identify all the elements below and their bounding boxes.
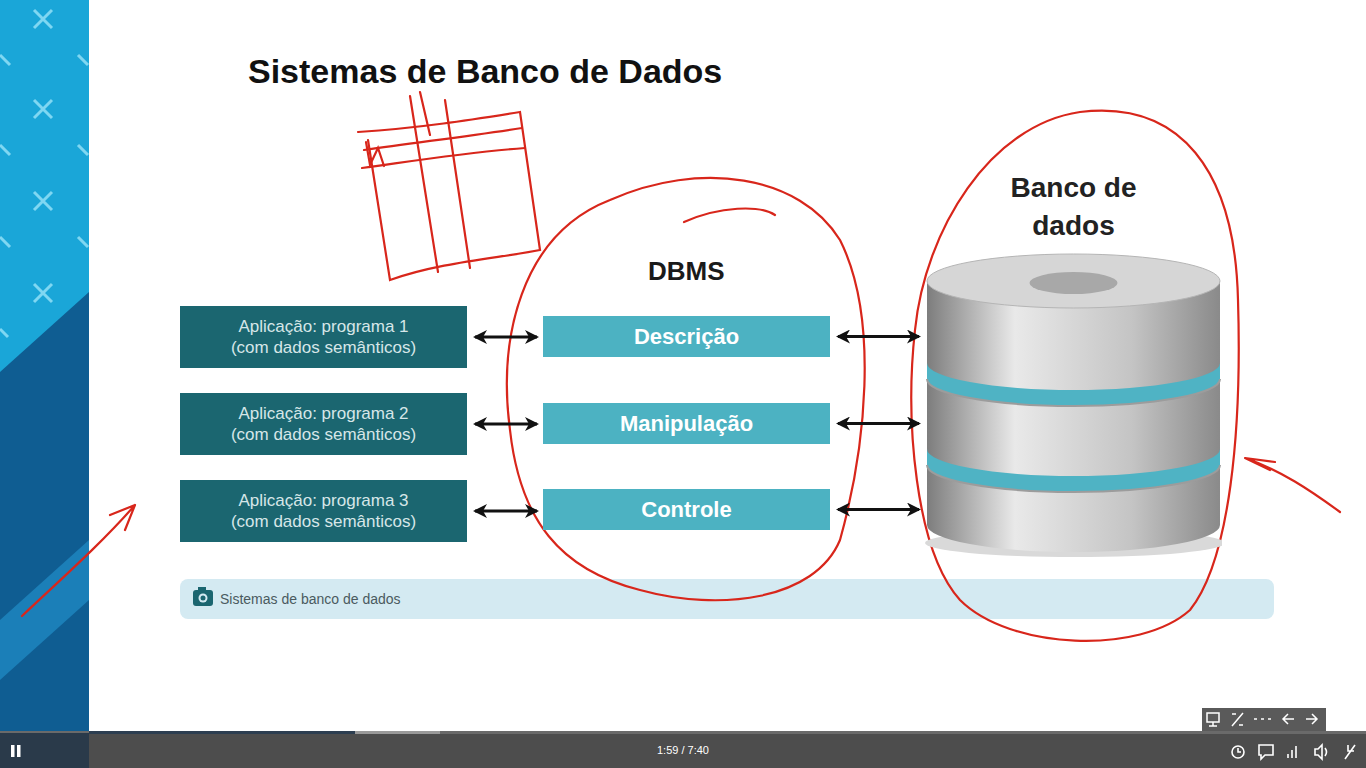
- application-box: Aplicação: programa 2 (com dados semânti…: [180, 393, 467, 455]
- video-time: 1:59 / 7:40: [657, 744, 709, 756]
- cylinder-shape: [925, 253, 1222, 560]
- application-box: Aplicação: programa 3 (com dados semânti…: [180, 480, 467, 542]
- pause-icon: [11, 745, 21, 757]
- dbms-heading: DBMS: [648, 256, 725, 287]
- double-arrow: [475, 510, 537, 513]
- dbms-function-box: Controle: [543, 489, 830, 530]
- database-label: Banco de dados: [989, 169, 1159, 245]
- side-stripe-dark: [0, 292, 89, 733]
- double-arrow: [838, 508, 919, 511]
- box-text: Controle: [641, 497, 731, 523]
- double-arrow: [475, 423, 537, 426]
- progress-played: [89, 731, 355, 734]
- application-box: Aplicação: programa 1 (com dados semânti…: [180, 306, 467, 368]
- box-text: Aplicação: programa 3 (com dados semânti…: [221, 490, 426, 532]
- player-icons: [1232, 745, 1355, 759]
- red-annotations: [22, 92, 1340, 641]
- dbms-function-box: Descrição: [543, 316, 830, 357]
- play-area: [0, 733, 89, 768]
- camera-icon: [193, 587, 213, 606]
- box-text: Aplicação: programa 2 (com dados semânti…: [221, 403, 426, 445]
- stripe-crosses: [0, 10, 88, 337]
- side-stripe: [0, 0, 89, 733]
- box-text: Manipulação: [620, 411, 753, 437]
- double-arrow: [838, 422, 919, 425]
- dbms-function-box: Manipulação: [543, 403, 830, 444]
- mini-toolbar: [1202, 708, 1326, 731]
- figure-caption: Sistemas de banco de dados: [220, 591, 401, 607]
- double-arrow: [475, 336, 537, 339]
- progress-track: [0, 731, 1366, 734]
- double-arrow: [838, 335, 919, 338]
- player-bar: [0, 733, 1366, 768]
- side-stripe-band: [0, 540, 89, 680]
- slide-title: Sistemas de Banco de Dados: [248, 52, 722, 91]
- box-text: Aplicação: programa 1 (com dados semânti…: [221, 316, 426, 358]
- progress-buffer: [89, 731, 440, 734]
- database-cylinder: Banco de dados: [925, 165, 1222, 560]
- box-text: Descrição: [634, 324, 739, 350]
